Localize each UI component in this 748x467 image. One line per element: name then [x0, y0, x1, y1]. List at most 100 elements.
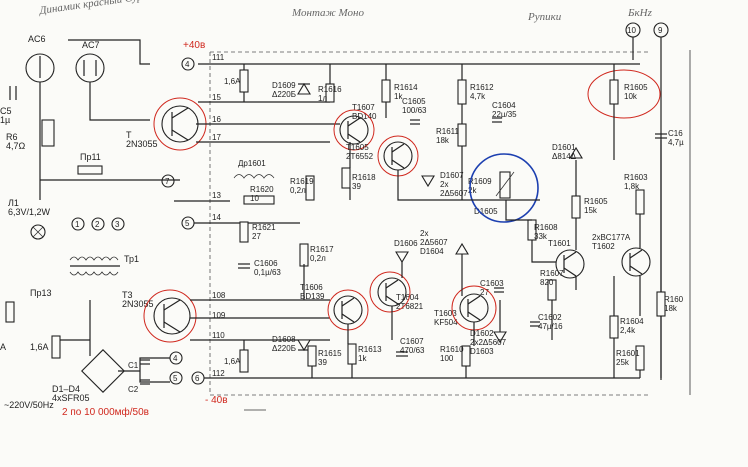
fuse-pr11: Пр11 — [77, 152, 103, 175]
svg-text:4: 4 — [173, 354, 178, 363]
svg-text:1: 1 — [75, 220, 80, 229]
svg-text:109: 109 — [212, 311, 226, 320]
svg-text:AC6: AC6 — [28, 34, 46, 44]
terminal-1: 1 — [71, 217, 85, 231]
svg-text:7: 7 — [165, 177, 170, 186]
svg-text:Тр1: Тр1 — [124, 254, 139, 264]
wire-ac — [39, 82, 180, 200]
svg-text:6: 6 — [195, 374, 200, 383]
terminal-5-bot: 5 — [169, 371, 183, 385]
choke-dr1601: Др1601 — [233, 159, 275, 179]
highlight-r1605a — [587, 69, 661, 119]
wire-ac-top — [68, 39, 150, 65]
svg-text:~220V/50Hz: ~220V/50Hz — [4, 400, 54, 410]
svg-text:5: 5 — [185, 219, 190, 228]
note-top-mid: Монтаж Моно — [291, 7, 364, 19]
svg-text:Л16,3V/1,2W: Л16,3V/1,2W — [8, 198, 51, 217]
terminal-10: 10 — [625, 22, 641, 38]
svg-text:Пр13: Пр13 — [30, 288, 52, 298]
note-top-left: Динамик красный Сурамагнит — [38, 0, 184, 17]
highlight-t1604 — [369, 271, 411, 313]
terminal-3: 3 — [111, 217, 125, 231]
diode-d1606: D1606 — [394, 239, 418, 264]
wire-bridge — [60, 300, 170, 383]
highlight-r1609 — [469, 153, 539, 223]
svg-text:Пр11: Пр11 — [80, 152, 101, 162]
svg-text:1,6A: 1,6A — [224, 77, 241, 86]
svg-text:15: 15 — [212, 93, 221, 102]
transistor-t1601: T1601 — [548, 239, 585, 279]
cap-c1: C1 — [128, 359, 150, 370]
svg-text:C1: C1 — [128, 361, 139, 370]
svg-text:A: A — [0, 342, 6, 352]
wiring-main — [243, 64, 662, 378]
svg-text:Др1601: Др1601 — [238, 159, 266, 168]
svg-text:17: 17 — [212, 133, 221, 142]
svg-text:R64,7Ω: R64,7Ω — [6, 132, 26, 151]
svg-text:AC7: AC7 — [82, 40, 100, 50]
terminal-9: 9 — [653, 22, 669, 38]
svg-text:14: 14 — [212, 213, 221, 222]
note-top-right2: БкHz — [627, 7, 653, 19]
terminal-7: 7 — [161, 174, 175, 188]
svg-text:5: 5 — [173, 374, 178, 383]
terminal-2: 2 — [91, 217, 105, 231]
connector-ac7: AC7 — [75, 40, 105, 83]
fuse-top: 1,6A — [224, 69, 249, 93]
svg-text:108: 108 — [212, 291, 226, 300]
svg-text:C2: C2 — [128, 385, 139, 394]
svg-text:10: 10 — [627, 26, 636, 35]
svg-text:1,6A: 1,6A — [30, 342, 49, 352]
